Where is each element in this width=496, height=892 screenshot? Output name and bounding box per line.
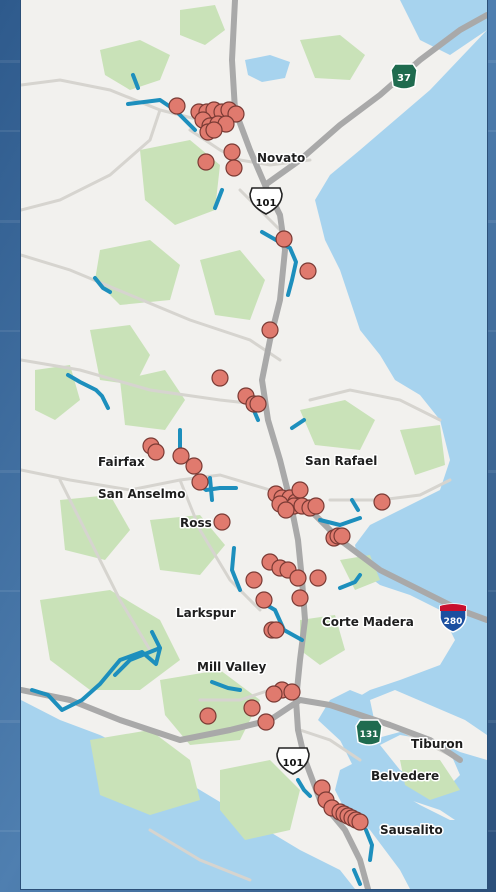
location-marker[interactable] [197, 153, 215, 171]
location-marker[interactable] [172, 447, 190, 465]
place-label-novato: Novato [257, 151, 305, 165]
location-marker[interactable] [373, 493, 391, 511]
state-route-shield-icon [355, 719, 383, 746]
location-marker[interactable] [213, 513, 231, 531]
tiburon-peninsula [370, 690, 487, 760]
ca-131-shield: 131 [355, 719, 383, 746]
location-marker[interactable] [257, 713, 275, 731]
location-marker[interactable] [291, 481, 309, 499]
location-marker[interactable] [309, 569, 327, 587]
place-label-larkspur: Larkspur [176, 606, 236, 620]
location-marker[interactable] [211, 369, 229, 387]
location-marker[interactable] [255, 591, 273, 609]
location-marker[interactable] [351, 813, 369, 831]
place-label-tiburon: Tiburon [411, 737, 463, 751]
location-marker[interactable] [261, 321, 279, 339]
markers-layer[interactable] [142, 97, 391, 831]
location-marker[interactable] [267, 621, 285, 639]
location-marker[interactable] [291, 589, 309, 607]
shield-number: 101 [256, 198, 277, 209]
location-marker[interactable] [307, 497, 325, 515]
location-marker[interactable] [147, 443, 165, 461]
us-101-north-shield: 101 [249, 187, 283, 215]
place-label-mill-valley: Mill Valley [197, 660, 267, 674]
location-marker[interactable] [191, 473, 209, 491]
location-marker[interactable] [245, 571, 263, 589]
us-101-highway [229, 0, 371, 889]
map-panel[interactable]: 101 101 37 131 280 Novato San Rafael Fai… [21, 0, 487, 889]
place-label-san-rafael: San Rafael [305, 454, 377, 468]
location-marker[interactable] [283, 683, 301, 701]
us-highway-shield-icon [249, 187, 283, 215]
place-label-corte-madera: Corte Madera [322, 615, 414, 629]
petaluma-inlet-water [400, 0, 487, 55]
map-canvas[interactable]: 101 101 37 131 280 Novato San Rafael Fai… [21, 0, 487, 889]
us-101-south-shield: 101 [276, 747, 310, 775]
location-marker[interactable] [249, 395, 267, 413]
location-marker[interactable] [333, 527, 351, 545]
place-label-sausalito: Sausalito [380, 823, 443, 837]
state-route-shield-icon [390, 63, 418, 90]
bay-water [315, 30, 487, 840]
shield-number: 37 [397, 73, 411, 84]
us-highway-shield-icon [276, 747, 310, 775]
location-marker[interactable] [299, 262, 317, 280]
location-marker[interactable] [265, 685, 283, 703]
ca-37-shield: 37 [390, 63, 418, 90]
shield-number: 280 [444, 617, 463, 627]
place-label-ross: Ross [180, 516, 212, 530]
location-marker[interactable] [223, 143, 241, 161]
place-label-belvedere: Belvedere [371, 769, 439, 783]
location-marker[interactable] [277, 501, 295, 519]
location-marker[interactable] [243, 699, 261, 717]
marsh-pond-water [245, 55, 290, 82]
location-marker[interactable] [168, 97, 186, 115]
ca-37-highway [262, 12, 487, 188]
location-marker[interactable] [205, 121, 223, 139]
place-label-fairfax: Fairfax [98, 455, 145, 469]
location-marker[interactable] [275, 230, 293, 248]
shield-number: 131 [360, 730, 379, 740]
location-marker[interactable] [185, 457, 203, 475]
location-marker[interactable] [289, 569, 307, 587]
location-marker[interactable] [225, 159, 243, 177]
shield-number: 101 [283, 758, 304, 769]
place-label-san-anselmo: San Anselmo [98, 487, 185, 501]
location-marker[interactable] [199, 707, 217, 725]
i-280-shield: 280 [439, 603, 467, 633]
